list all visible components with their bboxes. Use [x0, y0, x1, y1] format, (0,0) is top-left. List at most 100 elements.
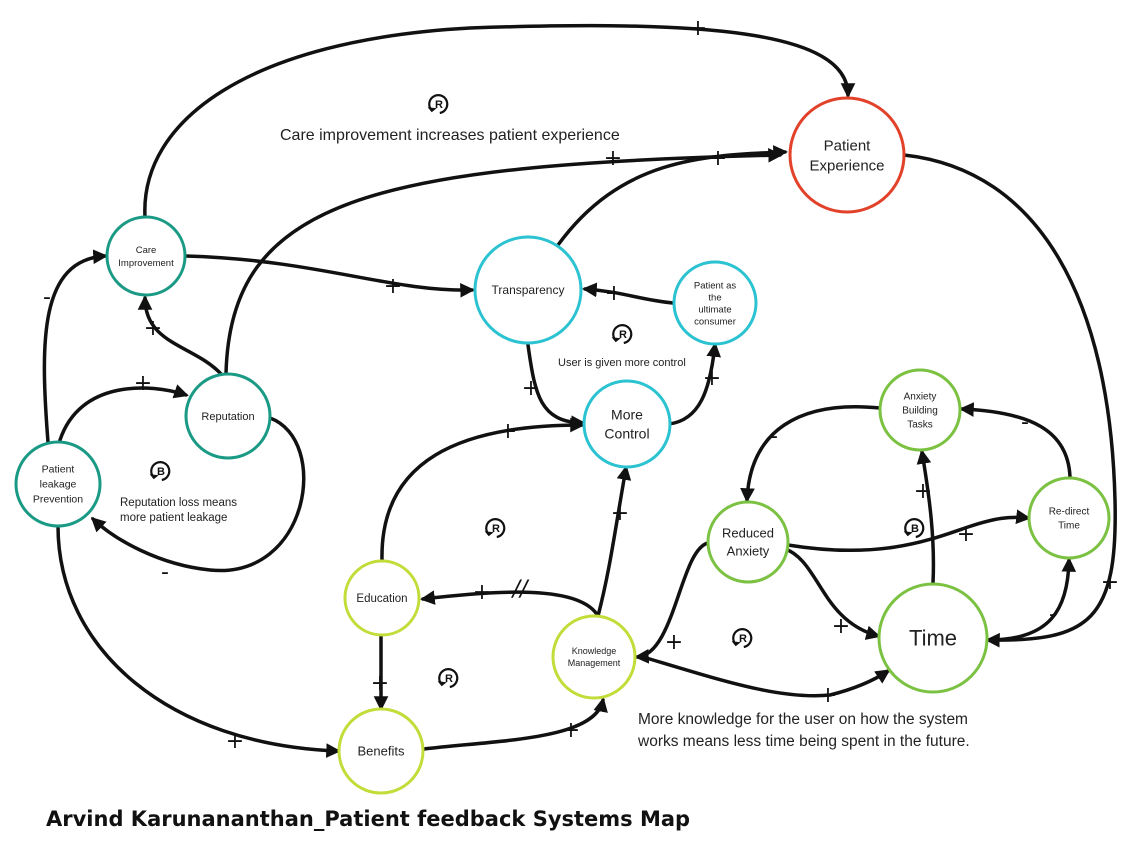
node-circle [672, 260, 758, 346]
edge-sign: + [689, 16, 707, 41]
node-circle [788, 96, 906, 214]
edge-sign: + [914, 479, 932, 504]
edge-sign: + [134, 371, 152, 396]
node-label: Reputation [201, 411, 254, 423]
node-label: Transparency [492, 283, 565, 297]
loop-type-label: B [911, 523, 919, 535]
edge-sign: + [819, 683, 837, 708]
edge-reduced-to-redirect: + [786, 509, 1031, 553]
loop-reinforcing-icon: R [731, 628, 753, 649]
edge-education-to-benefits: + [371, 634, 389, 711]
edge-reputation-to-leakage: - [90, 416, 306, 585]
edge-knowledge-to-education: +// [420, 577, 600, 618]
node-circle [14, 440, 102, 528]
edge-time-to-redirect: - [986, 557, 1077, 642]
edge-time-to-tasks: + [914, 449, 936, 585]
loop-reinforcing-icon: R [611, 324, 633, 345]
node-label: Tasks [907, 420, 933, 431]
edge-sign: + [703, 366, 721, 391]
loop-benefits: R [437, 668, 459, 689]
node-label: Building [902, 406, 938, 417]
loop-reinforcing-icon: R [427, 94, 449, 115]
node-transparency: Transparency [473, 235, 583, 345]
node-benefits: Benefits [337, 707, 425, 795]
node-label: the [708, 292, 721, 303]
edge-sign: + [832, 614, 850, 639]
edge-knowledge-to-time: + [641, 655, 891, 708]
node-label: Time [1058, 521, 1080, 532]
node-label: Re-direct [1049, 507, 1090, 518]
edge-sign: - [770, 424, 778, 449]
node-circle [105, 215, 187, 297]
node-reputation: Reputation [184, 372, 272, 460]
node-label: Anxiety [904, 392, 937, 403]
node-education: Education [343, 559, 421, 637]
edge-sign: - [1021, 410, 1029, 435]
node-circle [473, 235, 583, 345]
edge-care-to-transparency: + [184, 254, 475, 299]
node-circle [706, 500, 790, 584]
edge-sign: - [1049, 602, 1057, 627]
node-label: Care [136, 245, 157, 256]
loop-type-label: R [492, 523, 500, 535]
loop-balancing-icon: B [903, 518, 925, 539]
edge-sign: + [957, 522, 975, 547]
edge-sign: + [371, 671, 389, 696]
edge-benefits-to-knowledge: + [422, 697, 608, 751]
edge-sign: + [604, 146, 622, 171]
node-label: Knowledge [572, 646, 617, 656]
diagram-title: Arvind Karunananthan_Patient feedback Sy… [46, 807, 691, 831]
node-label: Prevention [33, 494, 83, 506]
node-label: Benefits [358, 744, 405, 759]
edge-leakage-to-reputation: + [58, 371, 189, 442]
node-circle [878, 368, 962, 452]
edge-sign: + [499, 419, 517, 444]
loop-type-label: R [445, 673, 453, 685]
edge-sign: + [384, 274, 402, 299]
node-circle [184, 372, 272, 460]
loop-reinforcing-icon: R [484, 518, 506, 539]
node-label: Patient as [694, 280, 736, 291]
loop-anxiety: B [903, 518, 925, 539]
edge-care-to-experience: + [143, 16, 856, 219]
edge-sign: + [709, 146, 727, 171]
loop-control: R User is given more control [558, 324, 686, 369]
edge-knowledge-to-control: + [596, 465, 632, 618]
edge-reputation-to-experience: + [224, 146, 783, 376]
edge-transparency-to-experience: + [556, 145, 788, 247]
node-label: Improvement [118, 258, 174, 269]
node-circle [343, 559, 421, 637]
node-label: Control [604, 425, 649, 441]
node-label: consumer [694, 316, 736, 327]
node-circle [877, 582, 989, 694]
edge-leakage-to-care: - [42, 249, 108, 444]
node-label: leakage [40, 479, 77, 491]
node-label: More [611, 406, 643, 422]
node-label: Patient [824, 137, 872, 154]
edge-sign: + [226, 729, 244, 754]
node-circle [582, 379, 672, 469]
edge-sign: - [161, 560, 169, 585]
edge-reduced-to-time: + [781, 546, 881, 640]
edge-reduced-to-knowledge: + [634, 541, 710, 664]
edge-sign: + [605, 281, 623, 306]
edge-sign: + [1101, 570, 1119, 595]
node-label: Patient [42, 464, 75, 476]
edge-education-to-control: + [380, 417, 585, 562]
node-label: Management [568, 658, 621, 668]
loop-education: R [484, 518, 506, 539]
loop-note: User is given more control [558, 357, 686, 369]
edge-control-to-consumer: + [667, 342, 721, 426]
